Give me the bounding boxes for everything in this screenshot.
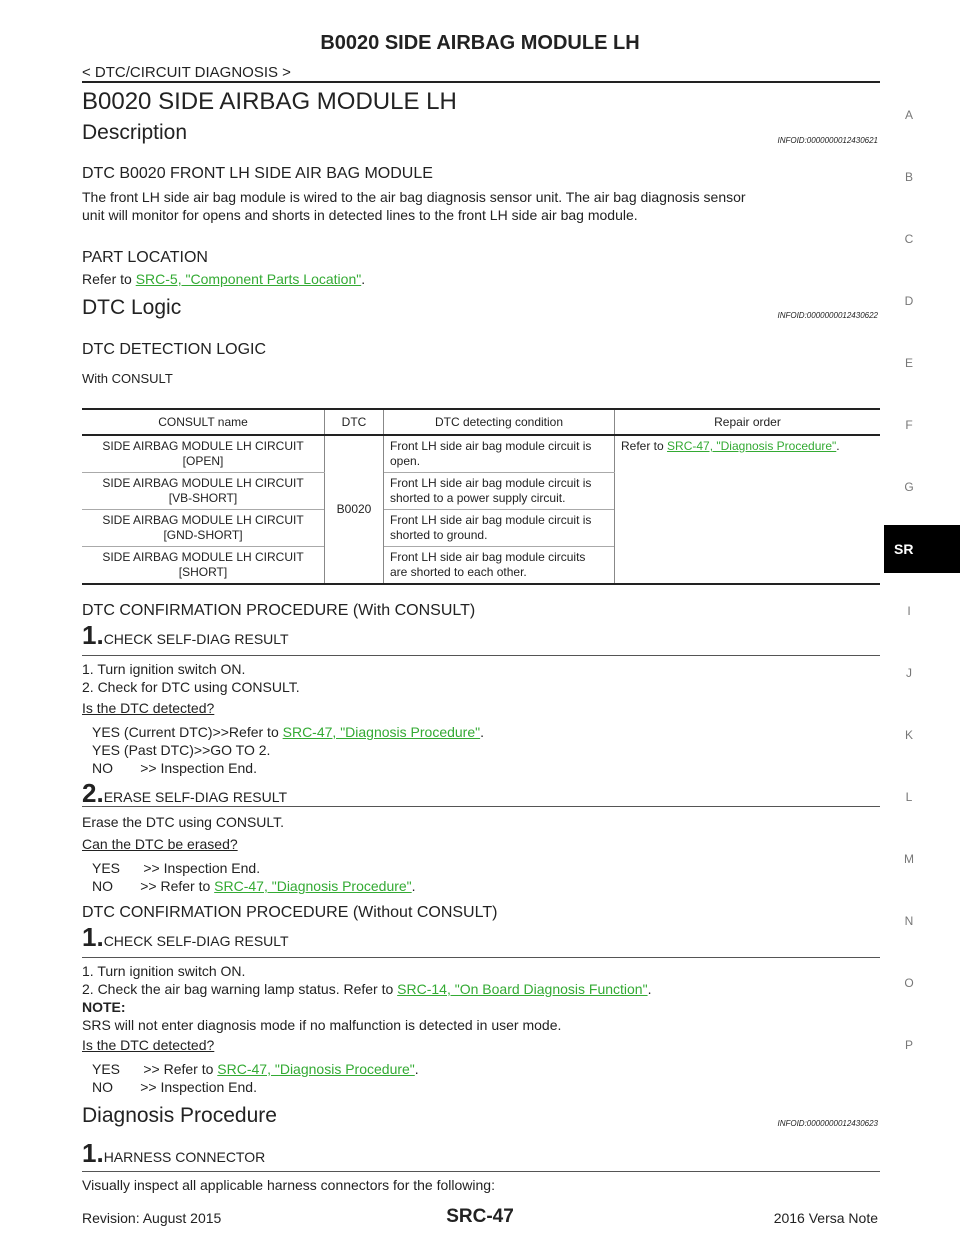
index-letter-p[interactable]: P	[904, 1038, 913, 1052]
table-row: SIDE AIRBAG MODULE LH CIRCUIT[OPEN] B002…	[82, 435, 880, 585]
with-consult-label: With CONSULT	[82, 371, 173, 386]
step-1-answers: YES (Current DTC)>>Refer to SRC-47, "Dia…	[92, 724, 484, 776]
confirm-without-heading: DTC CONFIRMATION PROCEDURE (Without CONS…	[82, 904, 498, 921]
index-letter-j[interactable]: J	[906, 666, 912, 680]
diagnosis-heading: Diagnosis Procedure	[82, 1104, 277, 1127]
step-2-answers: YES >> Inspection End. NO >> Refer to SR…	[92, 860, 416, 894]
step-1-instructions: 1. Turn ignition switch ON. 2. Check the…	[82, 963, 652, 1033]
index-letter-f[interactable]: F	[905, 418, 913, 432]
diagnosis-procedure-link[interactable]: SRC-47, "Diagnosis Procedure"	[667, 439, 837, 453]
breadcrumb: < DTC/CIRCUIT DIAGNOSIS >	[82, 64, 291, 81]
index-letter-l[interactable]: L	[905, 790, 913, 804]
part-location-text: Refer to SRC-5, "Component Parts Locatio…	[82, 271, 366, 287]
dtc-logic-infoid: INFOID:0000000012430622	[777, 311, 878, 320]
table-header-row: CONSULT name DTC DTC detecting condition…	[82, 408, 880, 436]
col-dtc: DTC	[324, 408, 384, 436]
table-row: SIDE AIRBAG MODULE LH CIRCUIT[SHORT] Fro…	[82, 546, 880, 585]
dtc-subheading: DTC B0020 FRONT LH SIDE AIR BAG MODULE	[82, 165, 433, 182]
step-1-answers: YES >> Refer to SRC-47, "Diagnosis Proce…	[92, 1061, 419, 1095]
diagnosis-text: Visually inspect all applicable harness …	[82, 1177, 495, 1193]
index-letter-k[interactable]: K	[904, 728, 913, 742]
note-label: NOTE:	[82, 999, 126, 1015]
index-letter-n[interactable]: N	[904, 914, 914, 928]
step-divider	[82, 655, 880, 656]
step-divider	[82, 957, 880, 958]
table-row: SIDE AIRBAG MODULE LH CIRCUIT[GND-SHORT]…	[82, 509, 880, 547]
step-1-question: Is the DTC detected?	[82, 700, 215, 716]
step-1-question: Is the DTC detected?	[82, 1037, 215, 1053]
index-tab-active[interactable]: SR	[884, 525, 960, 573]
index-letter-a[interactable]: A	[904, 108, 913, 122]
component-parts-link[interactable]: SRC-5, "Component Parts Location"	[135, 271, 362, 287]
header-divider	[82, 81, 880, 83]
description-infoid: INFOID:0000000012430621	[777, 136, 878, 145]
step-1-title: 1.CHECK SELF-DIAG RESULT	[82, 922, 289, 952]
description-text: The front LH side air bag module is wire…	[82, 189, 746, 223]
diagnosis-infoid: INFOID:0000000012430623	[777, 1119, 878, 1128]
col-repair: Repair order	[614, 408, 880, 436]
col-condition: DTC detecting condition	[383, 408, 615, 436]
dtc-logic-heading: DTC Logic	[82, 296, 182, 319]
note-text: SRS will not enter diagnosis mode if no …	[82, 1017, 562, 1033]
index-letter-e[interactable]: E	[904, 356, 913, 370]
diagnosis-procedure-link[interactable]: SRC-47, "Diagnosis Procedure"	[282, 724, 481, 740]
index-letter-g[interactable]: G	[904, 480, 914, 494]
dtc-table: CONSULT name DTC DTC detecting condition…	[82, 408, 880, 585]
index-letter-m[interactable]: M	[904, 852, 914, 866]
step-1-title: 1.HARNESS CONNECTOR	[82, 1138, 266, 1168]
step-1-title: 1.CHECK SELF-DIAG RESULT	[82, 620, 289, 650]
page-heading: B0020 SIDE AIRBAG MODULE LH	[82, 88, 457, 115]
description-heading: Description	[82, 121, 188, 144]
diagnosis-procedure-link[interactable]: SRC-47, "Diagnosis Procedure"	[217, 1061, 415, 1077]
index-letter-i[interactable]: I	[907, 604, 911, 618]
footer-page-number: SRC-47	[446, 1206, 514, 1227]
on-board-diagnosis-link[interactable]: SRC-14, "On Board Diagnosis Function"	[397, 981, 648, 997]
step-2-question: Can the DTC be erased?	[82, 836, 238, 852]
diagnosis-procedure-link[interactable]: SRC-47, "Diagnosis Procedure"	[214, 878, 412, 894]
footer-revision: Revision: August 2015	[82, 1210, 222, 1226]
footer-model: 2016 Versa Note	[773, 1210, 878, 1226]
part-location-heading: PART LOCATION	[82, 249, 208, 266]
col-consult-name: CONSULT name	[82, 408, 325, 436]
confirm-with-heading: DTC CONFIRMATION PROCEDURE (With CONSULT…	[82, 602, 476, 619]
step-2-instruction: Erase the DTC using CONSULT.	[82, 814, 285, 830]
index-letter-o[interactable]: O	[904, 976, 914, 990]
step-divider	[82, 806, 880, 807]
step-divider	[82, 1171, 880, 1172]
step-2-title: 2.ERASE SELF-DIAG RESULT	[82, 778, 288, 808]
step-1-instructions: 1. Turn ignition switch ON. 2. Check for…	[82, 661, 300, 695]
repair-order-cell: Refer to SRC-47, "Diagnosis Procedure".	[614, 435, 880, 585]
detection-logic-heading: DTC DETECTION LOGIC	[82, 341, 267, 358]
dtc-code-cell: B0020	[324, 435, 384, 585]
index-letter-d[interactable]: D	[904, 294, 914, 308]
index-letter-b[interactable]: B	[904, 170, 913, 184]
page-header-title: B0020 SIDE AIRBAG MODULE LH	[320, 32, 640, 54]
index-letter-c[interactable]: C	[904, 232, 914, 246]
table-row: SIDE AIRBAG MODULE LH CIRCUIT[VB-SHORT] …	[82, 472, 880, 510]
